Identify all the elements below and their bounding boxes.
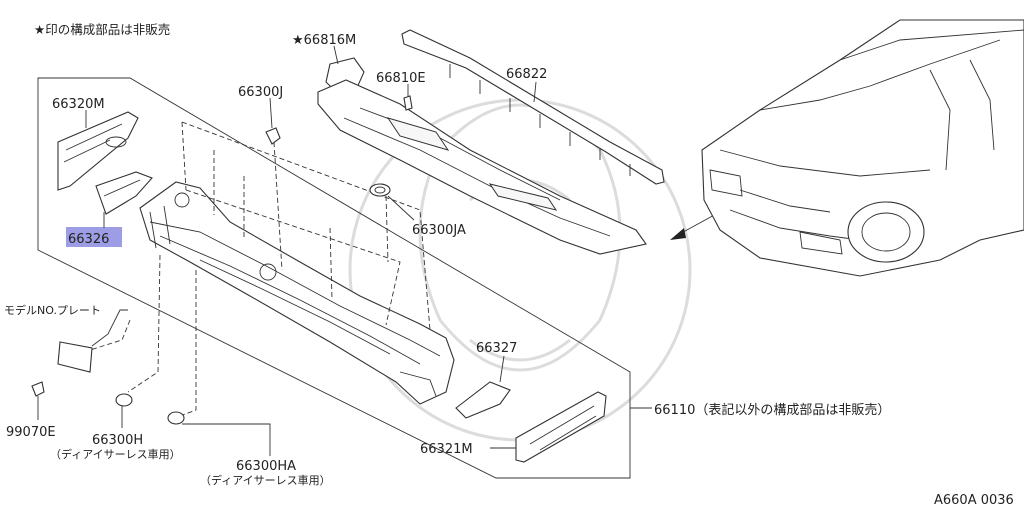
label-66810E[interactable]: 66810E [376,71,426,86]
label-66822[interactable]: 66822 [506,67,547,82]
label-66300HA[interactable]: 66300HA [236,459,296,474]
label-66300JA[interactable]: 66300JA [412,223,466,238]
diagram-code: A660A 0036 [934,493,1014,508]
label-model-plate[interactable]: モデルNO.プレート [4,303,101,317]
part-99070E[interactable] [31,381,45,397]
part-66300J[interactable] [265,127,281,145]
part-66300HA[interactable] [167,411,185,425]
part-66320M[interactable] [57,111,139,191]
part-66300JA[interactable] [369,183,391,197]
label-66327[interactable]: 66327 [476,341,517,356]
note-text: ★印の構成部品は非販売 [34,22,170,37]
label-66321M[interactable]: 66321M [420,442,473,457]
part-model-plate[interactable] [57,341,93,373]
assembly-outline [37,77,631,479]
part-66810E[interactable] [403,95,413,111]
part-66321M[interactable] [515,391,607,463]
part-cowl-top-panel[interactable] [139,181,455,405]
part-66327[interactable] [455,381,511,419]
part-66300H[interactable] [115,393,133,407]
highlight-66326[interactable] [66,227,122,247]
label-66326[interactable]: 66326 [68,232,109,247]
dashed-guides [89,121,431,417]
label-66816M[interactable]: ★66816M [292,33,356,48]
label-66300H-note: （ディアイサーレス車用） [50,447,181,461]
label-66320M[interactable]: 66320M [52,97,105,112]
part-66326[interactable] [95,171,153,215]
car-illustration [701,19,1024,277]
label-66300HA-note: （ディアイサーレス車用） [200,473,331,487]
label-66110[interactable]: 66110（表記以外の構成部品は非販売） [654,402,890,418]
label-99070E[interactable]: 99070E [6,425,56,440]
label-66300H[interactable]: 66300H [92,433,143,448]
part-66822[interactable] [401,29,665,185]
part-cowl-upper-panel[interactable] [317,79,647,255]
label-66300J[interactable]: 66300J [238,85,283,100]
